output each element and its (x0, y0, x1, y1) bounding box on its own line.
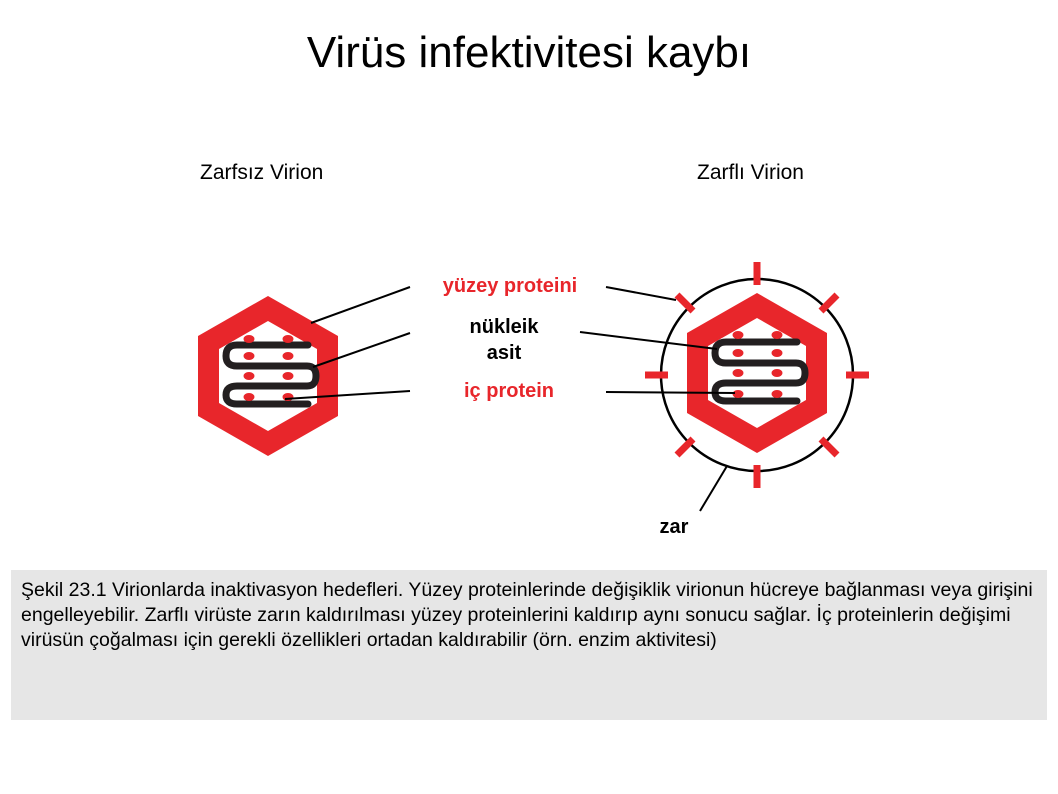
surface-protein-label: yüzey proteini (442, 275, 578, 297)
inner-protein-dots (243, 335, 294, 401)
leader-surface-protein-left (310, 286, 411, 324)
leader-lines (284, 286, 736, 512)
inner-protein-label: iç protein (463, 380, 554, 402)
leader-envelope (699, 465, 728, 512)
surface-spikes (645, 262, 869, 488)
figure-caption: Şekil 23.1 Virionlarda inaktivasyon hede… (11, 570, 1047, 720)
leader-inner-protein-left (284, 390, 411, 400)
enveloped-virion (645, 262, 869, 488)
nucleic-acid-label-line1: nükleik (469, 316, 539, 338)
leader-inner-protein-right (605, 391, 736, 394)
envelope-label: zar (659, 516, 689, 538)
page-title: Virüs infektivitesi kaybı (306, 28, 752, 77)
inner-protein-dots (732, 331, 783, 398)
leader-nucleic-acid-right (579, 331, 718, 350)
non-enveloped-virion (198, 296, 338, 456)
leader-surface-protein-right (605, 286, 677, 301)
leader-nucleic-acid-left (312, 332, 411, 368)
non-enveloped-virion-label: Zarfsız Virion (200, 161, 324, 184)
nucleic-acid-label-line2: asit (486, 342, 522, 364)
nucleic-acid-strand (222, 341, 320, 408)
enveloped-virion-label: Zarflı Virion (697, 161, 804, 184)
